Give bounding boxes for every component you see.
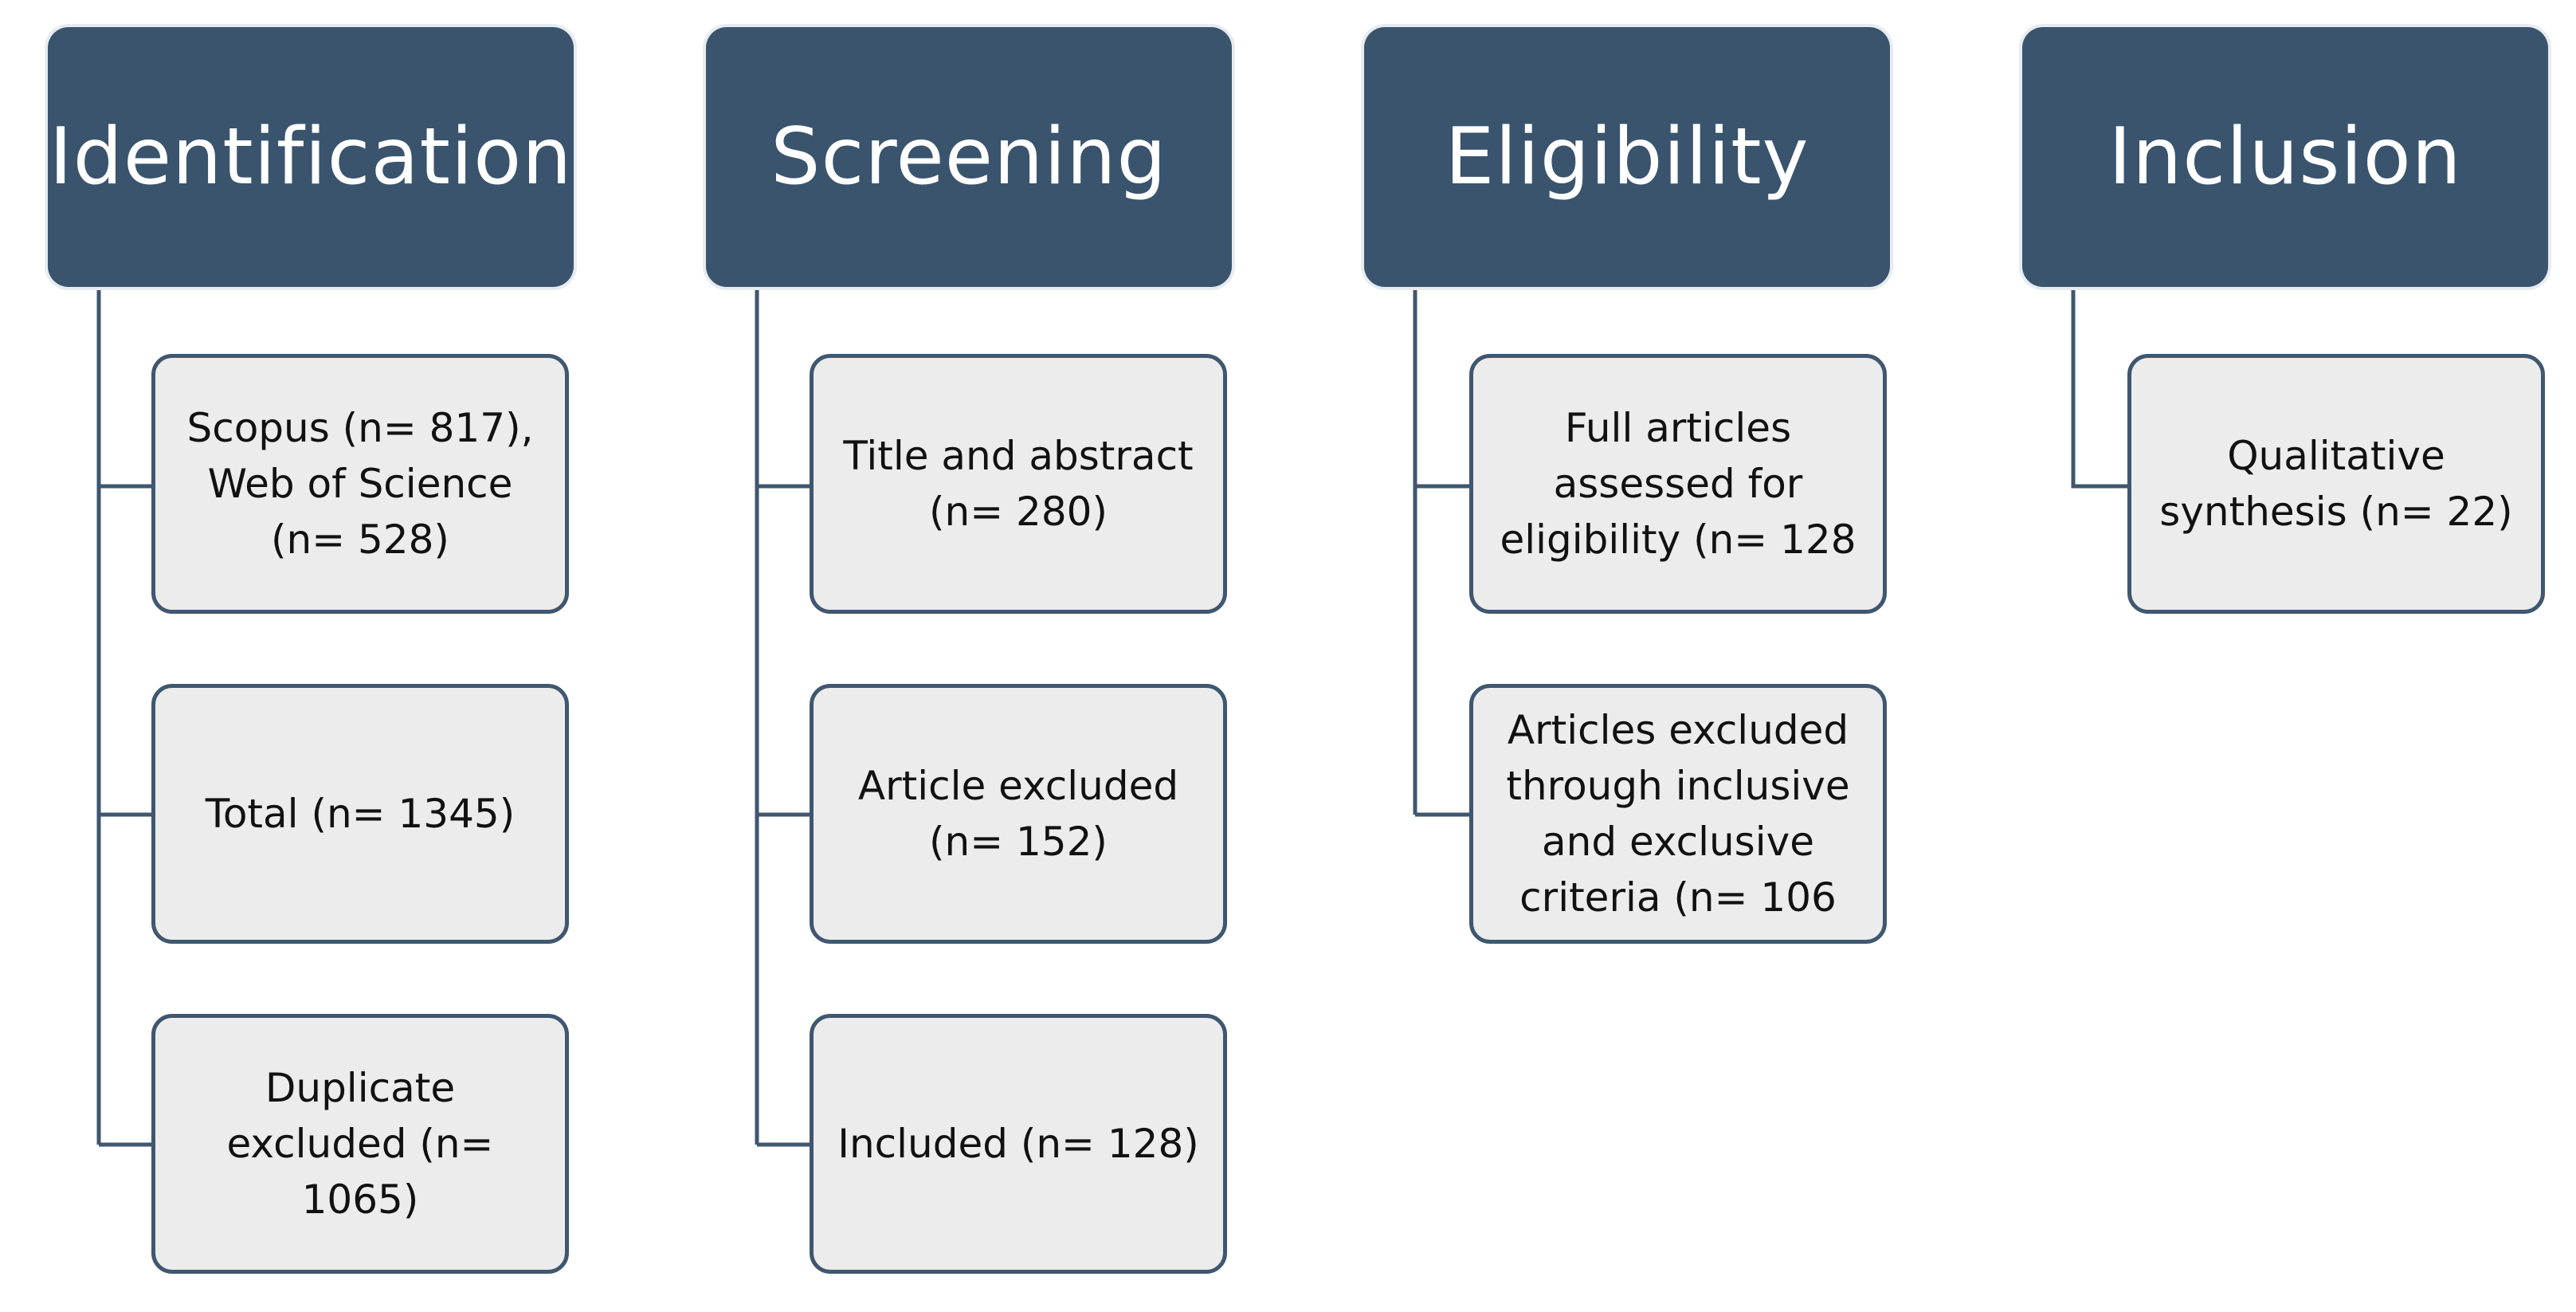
connector-eligibility [1413,287,1471,817]
connector-inclusion [2071,287,2129,489]
header-identification-label: Identification [49,112,573,202]
box-screening-included-text: Included (n= 128) [837,1121,1199,1167]
box-identification-duplicates-text: Duplicate excluded (n= 1065) [226,1065,494,1223]
box-identification-sources-text: Scopus (n= 817), Web of Science (n= 528) [186,405,534,563]
header-eligibility: Eligibility [1364,27,1890,287]
header-screening-label: Screening [770,112,1167,202]
connector-identification [96,287,153,1147]
header-inclusion: Inclusion [2022,27,2548,287]
header-screening: Screening [706,27,1232,287]
box-identification-total-text: Total (n= 1345) [205,791,516,837]
header-identification: Identification [48,27,574,287]
box-screening-title-abstract: Title and abstract (n= 280) [810,354,1227,614]
box-inclusion-synthesis-text: Qualitative synthesis (n= 22) [2159,433,2513,535]
box-eligibility-excluded-text: Articles excluded through inclusive and … [1506,707,1850,921]
box-screening-included: Included (n= 128) [810,1014,1227,1274]
box-eligibility-assessed-text: Full articles assessed for eligibility (… [1500,405,1857,563]
box-identification-total: Total (n= 1345) [151,684,569,944]
box-identification-sources: Scopus (n= 817), Web of Science (n= 528) [151,354,569,614]
box-eligibility-excluded: Articles excluded through inclusive and … [1469,684,1887,944]
box-screening-title-abstract-text: Title and abstract (n= 280) [843,433,1194,535]
connector-screening [755,287,811,1147]
box-screening-excluded-text: Article excluded (n= 152) [857,763,1179,865]
box-inclusion-synthesis: Qualitative synthesis (n= 22) [2127,354,2545,614]
box-identification-duplicates: Duplicate excluded (n= 1065) [151,1014,569,1274]
box-eligibility-assessed: Full articles assessed for eligibility (… [1469,354,1887,614]
box-screening-excluded: Article excluded (n= 152) [810,684,1227,944]
header-eligibility-label: Eligibility [1445,112,1809,202]
header-inclusion-label: Inclusion [2108,112,2462,202]
